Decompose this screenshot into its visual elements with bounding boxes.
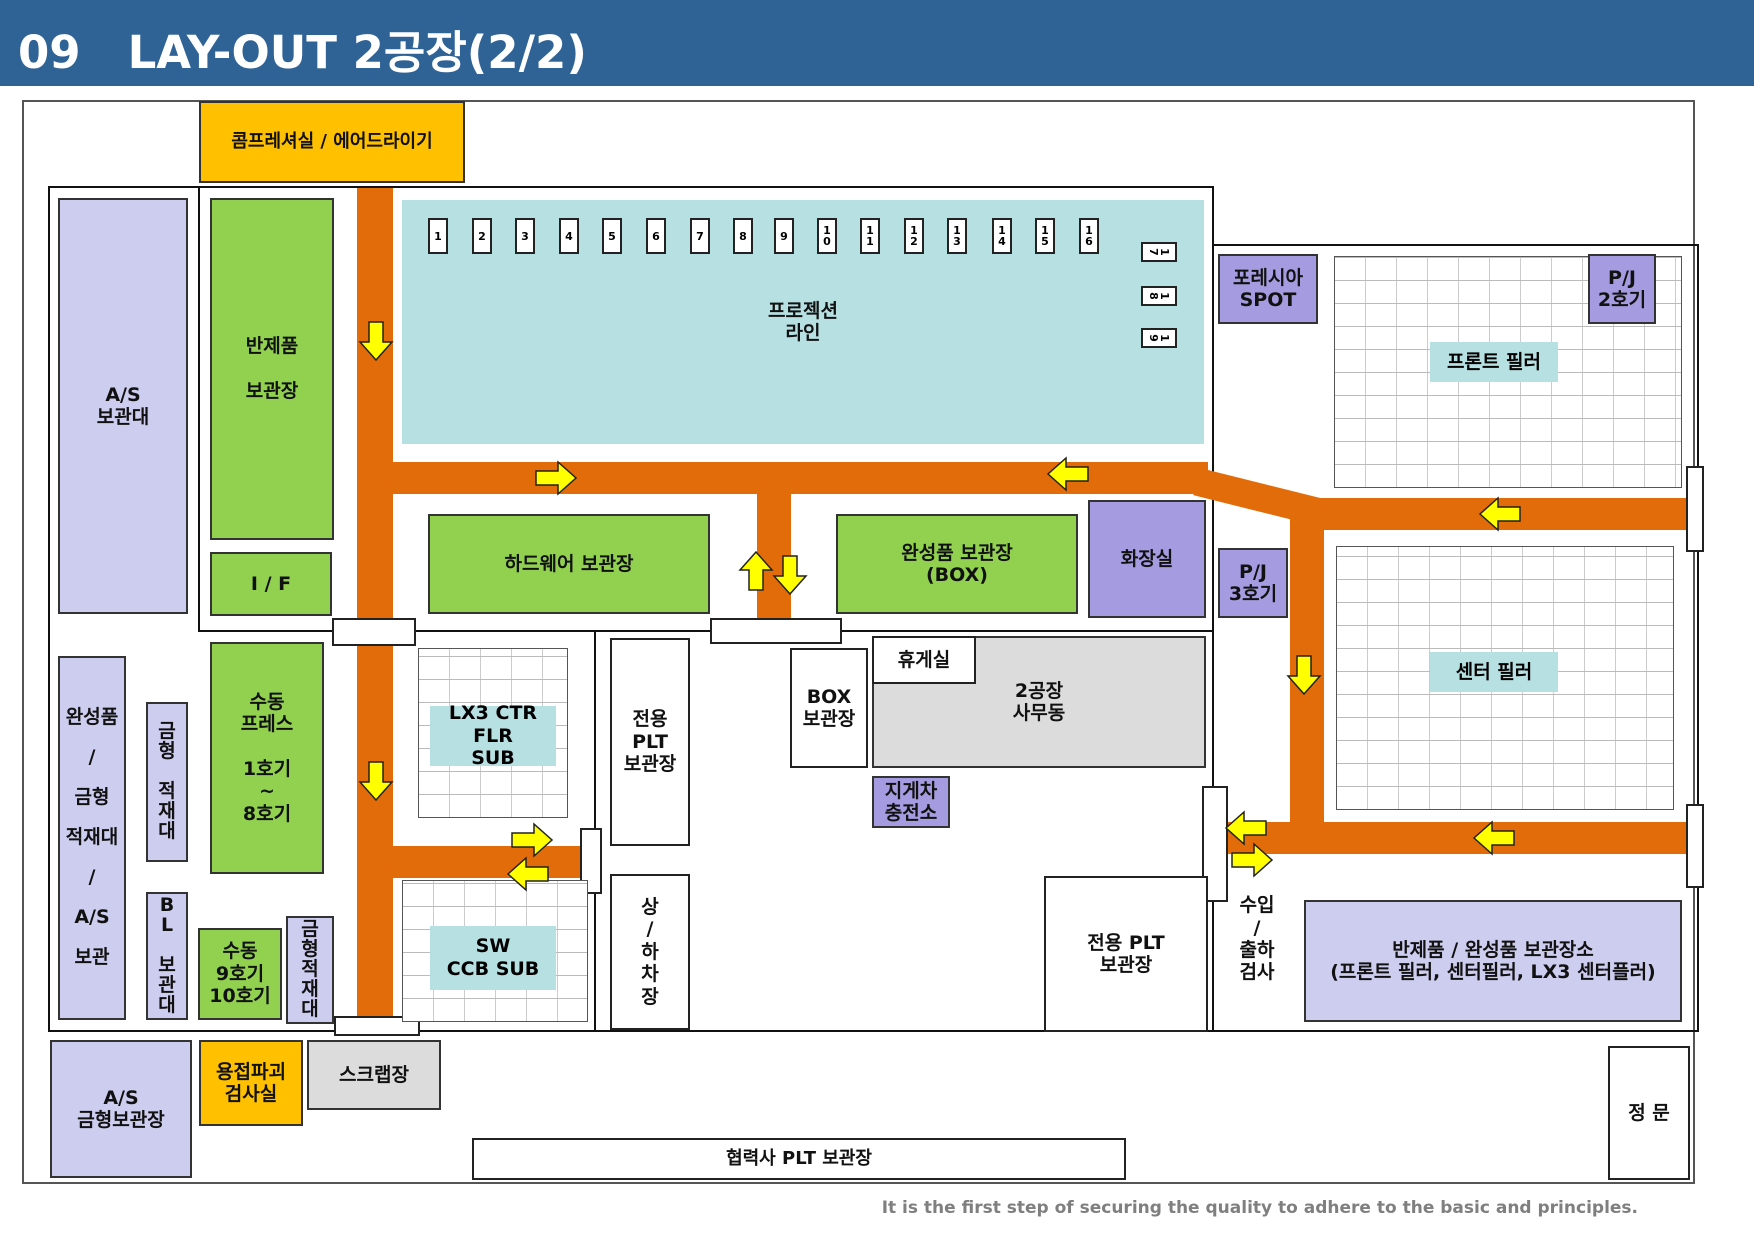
machine-slot: 1 0 [817, 218, 837, 254]
machine-slot-side-label: 1 7 [1147, 248, 1171, 256]
machine-slot-side: 1 7 [1141, 242, 1177, 262]
scrap-yard: 스크랩장 [307, 1040, 441, 1110]
bl-rack: B L 보 관 대 [146, 892, 188, 1020]
machine-slot: 2 [472, 218, 492, 254]
as-rack: A/S 보관대 [58, 198, 188, 614]
pj2: P/J 2호기 [1588, 254, 1656, 324]
semi-finished-storage: 반제품 보관장 [210, 198, 334, 540]
partner-plt-storage: 협력사 PLT 보관장 [472, 1138, 1126, 1180]
if-area: I / F [210, 552, 332, 616]
gate-middle [710, 618, 842, 644]
forklift-charging: 지게차 충전소 [872, 776, 950, 828]
manual-press: 수동 프레스 1호기 ~ 8호기 [210, 642, 324, 874]
dedicated-plt-storage: 전용 PLT 보관장 [610, 638, 690, 846]
gate-lx3 [580, 828, 602, 894]
site-boundary [22, 100, 1695, 1184]
front-pillar-machine [1334, 256, 1682, 488]
front-pillar-label: 프론트 필러 [1430, 342, 1558, 382]
machine-slot-side-label: 1 8 [1147, 292, 1171, 300]
machine-slot: 8 [733, 218, 753, 254]
machine-slot: 1 3 [947, 218, 967, 254]
sw-ccb-label: SW CCB SUB [430, 926, 556, 990]
center-pillar-machine [1336, 546, 1674, 810]
page-header: 09 LAY-OUT 2공장(2/2) [0, 0, 1754, 86]
mold-rack: 금 형 적 재 대 [146, 702, 188, 862]
machine-slot: 7 [690, 218, 710, 254]
road-south-horizontal [393, 846, 580, 878]
machine-slot: 1 5 [1035, 218, 1055, 254]
break-room: 휴게실 [872, 636, 976, 684]
road-east-horizontal-top [1292, 498, 1690, 530]
gate-west [332, 618, 416, 646]
machine-slot: 1 2 [904, 218, 924, 254]
compressor-room: 콤프레셔실 / 에어드라이기 [199, 101, 465, 183]
gate-east-bottom [1686, 804, 1704, 888]
mold-rack-2: 금 형 적 재 대 [286, 916, 334, 1024]
machine-slot: 1 [428, 218, 448, 254]
machine-slot: 1 4 [992, 218, 1012, 254]
machine-slot-side: 1 9 [1141, 328, 1177, 348]
gate-east-top [1686, 466, 1704, 552]
weld-test-room: 용접파괴 검사실 [199, 1040, 303, 1126]
east-building-outline [1212, 244, 1699, 1032]
restroom: 화장실 [1088, 500, 1206, 618]
dedicated-plt-storage-2: 전용 PLT 보관장 [1044, 876, 1208, 1032]
road-vertical-west [357, 188, 393, 1028]
box-storage: BOX 보관장 [790, 648, 868, 768]
machine-slot-side-label: 1 9 [1147, 334, 1171, 342]
main-gate: 정 문 [1608, 1046, 1690, 1180]
finished-box-storage: 완성품 보관장 (BOX) [836, 514, 1078, 614]
machine-slot: 1 1 [860, 218, 880, 254]
machine-slot-side: 1 8 [1141, 286, 1177, 306]
machine-slot: 5 [602, 218, 622, 254]
center-pillar-label: 센터 필러 [1430, 652, 1558, 692]
inspection-area: 수입 / 출하 검사 [1239, 894, 1275, 984]
machine-slot: 6 [646, 218, 666, 254]
projection-line: 프로젝션 라인 [402, 200, 1204, 444]
machine-slot: 9 [774, 218, 794, 254]
pj3: P/J 3호기 [1218, 548, 1288, 618]
road-east-vertical [1290, 498, 1324, 854]
as-mold-storage: A/S 금형보관장 [50, 1040, 192, 1178]
semi-finished-storage-area: 반제품 / 완성품 보관장소 (프론트 필러, 센터필러, LX3 센터플러) [1304, 900, 1682, 1022]
loading-dock: 상 / 하 차 장 [610, 874, 690, 1030]
forecia-spot: 포레시아 SPOT [1218, 254, 1318, 324]
hardware-storage: 하드웨어 보관장 [428, 514, 710, 614]
machine-slot: 4 [559, 218, 579, 254]
machine-slot: 1 6 [1079, 218, 1099, 254]
manual-press-9-10: 수동 9호기 10호기 [198, 928, 282, 1020]
footer-slogan: It is the first step of securing the qua… [881, 1198, 1638, 1218]
page-title: 09 LAY-OUT 2공장(2/2) [18, 26, 587, 79]
lx3-label: LX3 CTR FLR SUB [430, 702, 556, 769]
finished-mold-rack: 완성품 / 금형 적재대 / A/S 보관 [58, 656, 126, 1020]
road-connector [757, 494, 791, 618]
road-horizontal-north [393, 462, 1208, 494]
machine-slot: 3 [515, 218, 535, 254]
gate-south [334, 1016, 420, 1036]
road-east-horizontal-bottom [1212, 822, 1690, 854]
